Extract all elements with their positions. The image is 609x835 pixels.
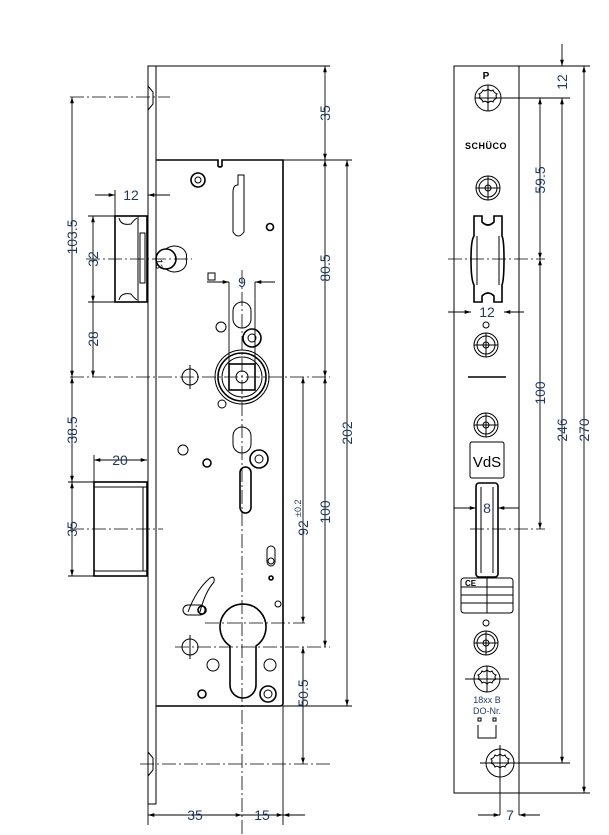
slot bbox=[232, 174, 245, 237]
square-symbol-icon bbox=[207, 272, 216, 281]
dim-bolt-height: 35 bbox=[64, 521, 80, 537]
dim-spindle-from-top: 80.5 bbox=[317, 254, 333, 281]
torx-screw-middle-icon bbox=[465, 665, 509, 693]
dim-latch-width: 12 bbox=[479, 304, 495, 320]
screw-icon bbox=[473, 412, 499, 438]
case-screw-icon bbox=[190, 172, 206, 188]
faceplate bbox=[453, 65, 520, 794]
dim-top-offset: 35 bbox=[317, 105, 333, 121]
side-view: 13 bbox=[64, 65, 355, 835]
ce-mark: CE bbox=[465, 579, 477, 588]
faceplate-mark-p: P bbox=[483, 71, 490, 82]
faceplate-view: P SCHÜCO bbox=[448, 44, 592, 823]
screw-icon bbox=[473, 332, 499, 358]
dim-bolt-width: 8 bbox=[483, 500, 491, 516]
vds-badge bbox=[469, 441, 505, 479]
screw-icon bbox=[473, 630, 499, 656]
dim-faceplate-length: 270 bbox=[576, 418, 592, 442]
dim-latch-protrusion: 12 bbox=[123, 187, 139, 203]
do-number-label: DO-Nr. bbox=[473, 706, 501, 716]
dim-case-depth-offset: 15 bbox=[254, 807, 270, 823]
dim-backset: 35 bbox=[187, 807, 203, 823]
vds-label: VdS bbox=[473, 454, 501, 471]
clip-icon bbox=[477, 725, 497, 739]
bolt-face bbox=[475, 482, 499, 578]
dim-top-to-spindle: 103.5 bbox=[64, 219, 80, 254]
dim-bolt-protrusion: 20 bbox=[112, 452, 128, 468]
dim-spindle-to-screw: 100 bbox=[317, 500, 333, 524]
forend-plate bbox=[147, 65, 157, 805]
dim-screw-spacing: 246 bbox=[554, 418, 570, 442]
dim-screw-to-latch: 59.5 bbox=[532, 166, 548, 193]
latch-marking: 13 bbox=[154, 259, 164, 269]
ce-label-plate: CE bbox=[460, 577, 514, 614]
dim-spindle-to-cylinder-tolerance: ±0.2 bbox=[293, 500, 303, 517]
dim-latch-to-bolt: 100 bbox=[532, 381, 548, 405]
dim-latch-height: 32 bbox=[85, 251, 101, 267]
lock-case bbox=[156, 159, 284, 707]
torx-screw-top-icon bbox=[474, 84, 502, 112]
dimension-labels-faceplate: 12 59.5 12 100 8 246 270 7 bbox=[479, 74, 592, 823]
dim-spindle-to-cylinder: 92 bbox=[295, 520, 311, 536]
dim-spindle-to-bolt: 38.5 bbox=[64, 416, 80, 443]
dim-case-height: 202 bbox=[339, 421, 355, 445]
brand-logo: SCHÜCO bbox=[465, 141, 507, 151]
cylinder-cutout bbox=[219, 603, 267, 699]
screw-icon bbox=[475, 175, 501, 201]
model-label: 18xx B bbox=[473, 695, 501, 705]
dim-cylinder-to-bottom: 50.5 bbox=[295, 679, 311, 706]
dim-spindle-square: 9 bbox=[238, 274, 246, 290]
dim-screw-edge-offset: 7 bbox=[506, 807, 514, 823]
dim-latch-to-spindle: 28 bbox=[85, 331, 101, 347]
forend-countersink-top bbox=[147, 85, 154, 111]
dimension-labels-side: 35 12 103.5 32 28 9 80.5 202 38.5 20 35 … bbox=[64, 105, 355, 823]
dim-top-screw-offset: 12 bbox=[554, 74, 570, 90]
